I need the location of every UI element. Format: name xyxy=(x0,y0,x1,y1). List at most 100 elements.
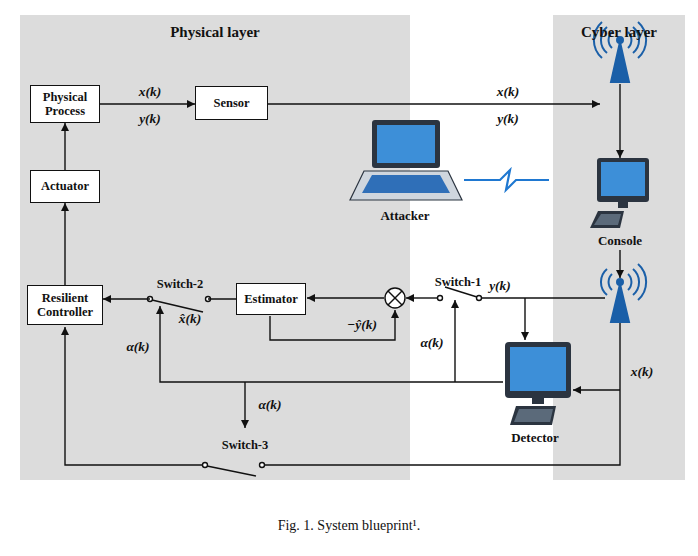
signal-wire xyxy=(619,250,620,278)
signal-name: x(k) xyxy=(631,362,654,380)
switch-name: Switch-3 xyxy=(222,438,269,452)
layer-band xyxy=(20,15,410,480)
signal-name: x(k) xyxy=(497,82,520,100)
signal-wire xyxy=(268,103,600,104)
icon-label-node: Attacker xyxy=(365,206,445,223)
box-label: Sensor xyxy=(213,96,249,110)
switch-symbol xyxy=(148,287,482,476)
detector-icon xyxy=(514,409,553,422)
sum-junction xyxy=(385,288,405,308)
laptop-icon xyxy=(372,120,440,168)
switch-name: Switch-1 xyxy=(435,275,482,289)
sum-junction xyxy=(385,288,405,308)
signal-name: −ŷ(k) xyxy=(347,317,377,332)
signal-wire xyxy=(482,297,605,298)
antenna-icon xyxy=(594,22,646,322)
box-label: Actuator xyxy=(41,179,89,193)
signal-name: x̂(k) xyxy=(179,309,202,327)
signal-wire xyxy=(406,297,437,298)
process-box: Actuator xyxy=(30,170,100,203)
layer-band: Cyber layerConsole xyxy=(553,15,685,480)
process-box: Resilient Controller xyxy=(27,285,103,325)
layer-heading: Physical layer xyxy=(170,24,260,40)
signal-name: α(k) xyxy=(126,337,149,355)
figure-caption: Fig. 1. System blueprint¹. xyxy=(0,516,698,534)
signal-name: x(k) xyxy=(139,84,162,99)
box-label: Estimator xyxy=(244,292,297,306)
signal-arrow xyxy=(64,203,65,285)
antenna-icon xyxy=(601,269,607,295)
icon-label: Detector xyxy=(511,430,559,445)
signal-wire xyxy=(573,389,620,390)
signal-wire xyxy=(65,84,620,465)
switch-name: Switch-1 xyxy=(435,272,482,290)
icon-label-node: Console xyxy=(580,231,660,248)
signal-name: y(k) xyxy=(489,276,511,294)
signal-name: −ŷ(k) xyxy=(347,315,377,333)
signal-name: y(k) xyxy=(497,111,519,126)
sum-junction xyxy=(388,291,402,305)
layer-band xyxy=(553,15,685,480)
switch-symbol xyxy=(260,463,265,468)
switch-symbol xyxy=(438,296,443,301)
layer-band: Physical layerPhysical Process SensorActu… xyxy=(20,15,410,480)
antenna-icon xyxy=(611,42,629,82)
signal-wire xyxy=(524,298,525,340)
layer-band xyxy=(20,15,685,480)
sum-junction xyxy=(388,291,402,305)
signal-name: x(k) xyxy=(631,364,654,379)
detector-icon xyxy=(510,406,556,425)
laptop-icon xyxy=(350,120,462,200)
antenna-icon xyxy=(611,284,629,322)
attack-link xyxy=(464,170,549,190)
detector-icon xyxy=(505,342,571,398)
switch-symbol xyxy=(477,296,482,301)
detector-icon xyxy=(532,398,544,404)
signal-name: α(k) xyxy=(126,339,149,354)
switch-name: Switch-3 xyxy=(222,435,269,453)
signal-wire xyxy=(65,327,202,465)
signal-name: α(k) xyxy=(258,397,281,412)
switch-symbol xyxy=(152,300,203,312)
switch-symbol xyxy=(207,466,256,476)
icon-label: Attacker xyxy=(380,208,429,223)
laptop-icon xyxy=(377,125,435,163)
computer-icon xyxy=(601,162,645,196)
icon-label-node: Detector xyxy=(495,428,575,445)
signal-wire xyxy=(619,84,620,158)
signal-name: x(k) xyxy=(497,84,520,99)
detector-icon xyxy=(505,342,571,425)
computer-icon xyxy=(618,202,628,208)
signal-wire xyxy=(307,297,384,298)
computer-icon xyxy=(597,158,649,202)
box-label: Physical Process xyxy=(36,90,94,119)
laptop-icon xyxy=(362,175,450,193)
detector-icon xyxy=(510,347,566,391)
switch-name: Switch-2 xyxy=(157,274,204,292)
signal-name: α(k) xyxy=(420,335,443,350)
icon-label: Console xyxy=(598,233,642,248)
signal-wire xyxy=(160,306,503,382)
signal-wire xyxy=(265,322,620,465)
signal-wire xyxy=(244,382,245,428)
computer-icon xyxy=(594,214,621,225)
box-label: Resilient Controller xyxy=(33,291,97,320)
signal-wire xyxy=(454,300,455,382)
signal-name: α(k) xyxy=(258,395,281,413)
layer-heading: Cyber layer xyxy=(581,24,657,40)
antenna-icon xyxy=(633,269,639,295)
antenna-icon xyxy=(628,274,631,290)
signal-name: y(k) xyxy=(497,109,519,127)
signal-arrow xyxy=(103,298,236,299)
signal-name: α(k) xyxy=(420,333,443,351)
attack-link xyxy=(464,170,549,190)
process-box: Physical Process xyxy=(30,85,100,123)
figure-caption: Fig. 1. System blueprint¹. xyxy=(278,518,421,533)
laptop-icon xyxy=(350,171,462,200)
process-box: Sensor xyxy=(195,86,268,120)
antenna-icon xyxy=(638,264,646,300)
signal-name: x̂(k) xyxy=(179,311,202,326)
